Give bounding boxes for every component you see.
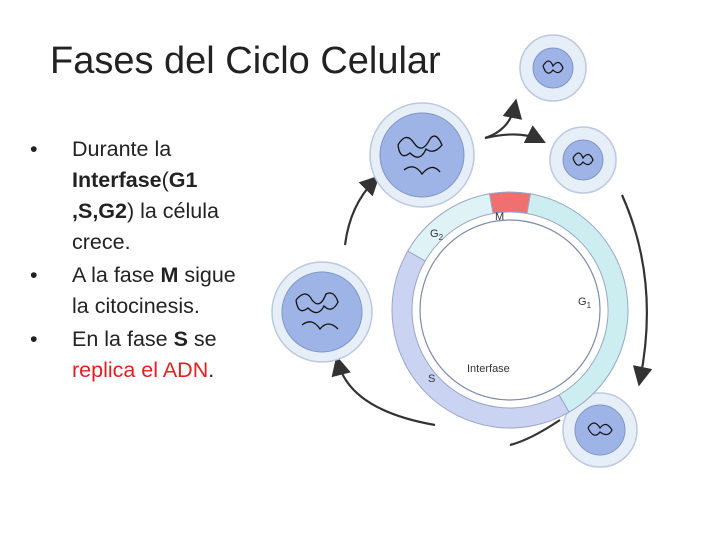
ring-center — [419, 219, 601, 401]
bullet-text: replica el ADN — [72, 358, 209, 382]
cycle-arrow-left-lower — [331, 355, 436, 427]
chromatin-icon — [587, 422, 613, 436]
phase-segment-g2 — [407, 193, 494, 262]
bullet-dot-icon: • — [30, 327, 38, 351]
bullet-text: Interfase — [72, 168, 162, 192]
bullet-text: A la fase — [72, 263, 161, 287]
bullet-text: ) la célula crece. — [72, 199, 219, 254]
phase-label-s: S — [428, 373, 435, 385]
bullet-dot-icon: • — [30, 263, 38, 287]
cycle-arrow-right — [620, 194, 653, 387]
chromatin-icon — [542, 60, 564, 74]
bullet-text: Durante la — [72, 137, 172, 161]
chromatin-icon — [295, 292, 339, 331]
bullet-item: • Durante la Interfase(G1 ,S,G2) la célul… — [30, 134, 240, 258]
interfase-label: Interfase — [467, 363, 510, 375]
cell-top-left — [369, 102, 475, 208]
cycle-arrow-bottom — [509, 419, 561, 447]
bullet-dot-icon: • — [30, 137, 38, 161]
chromatin-icon — [397, 135, 443, 176]
cell-cycle-diagram: M G2 G1 S Interfase — [271, 34, 653, 468]
bullet-text: sigue la citocinesis. — [72, 263, 236, 318]
bullet-text: ( — [161, 168, 169, 192]
cell-left — [271, 261, 373, 363]
slide-title: Fases del Ciclo Celular — [50, 40, 441, 82]
bullet-list: • Durante la Interfase(G1 ,S,G2) la célul… — [30, 134, 240, 388]
bullet-text: se — [187, 327, 217, 351]
bullet-text: . — [208, 358, 215, 382]
phase-label-g1: G1 — [578, 296, 592, 310]
division-arrow-right — [484, 125, 546, 143]
bullet-item: • A la fase M sigue la citocinesis. — [30, 260, 240, 322]
bullet-item: • En la fase S se replica el ADN. — [30, 324, 240, 386]
cell-right — [549, 126, 617, 194]
bullet-text: S — [173, 327, 188, 351]
cell-bottom-right — [562, 392, 638, 468]
bullet-text: En la fase — [72, 327, 174, 351]
division-arrow-top — [484, 98, 523, 140]
phase-label-g2: G2 — [430, 228, 444, 242]
cell-cycle-ring — [391, 191, 629, 429]
chromatin-icon — [572, 152, 594, 166]
phase-label-m: M — [495, 211, 504, 223]
cell-top-right — [519, 34, 587, 102]
bullet-text: M — [160, 263, 179, 287]
bullet-text: G1 ,S,G2 — [72, 168, 198, 223]
cycle-arrow-left-upper — [343, 175, 380, 246]
